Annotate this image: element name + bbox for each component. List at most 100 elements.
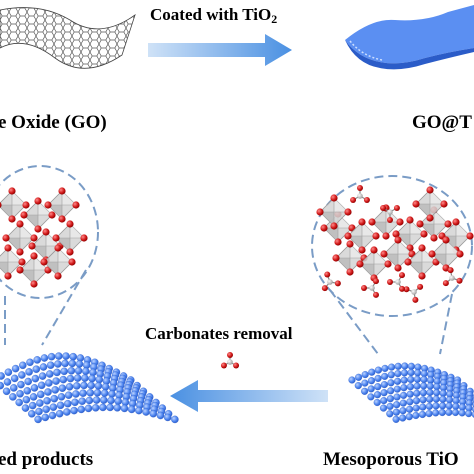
oxygen-atom xyxy=(344,232,351,239)
tio2-nanoparticle xyxy=(426,410,433,417)
tio2-nanoparticle xyxy=(388,371,395,378)
oxygen-atom xyxy=(346,268,353,275)
tio2-nanoparticle xyxy=(399,415,406,422)
tio2-nanoparticle xyxy=(46,370,53,377)
tio2-nanoparticle xyxy=(73,382,80,389)
oxygen-atom xyxy=(332,254,339,261)
tio2-nanoparticle xyxy=(64,400,71,407)
tio2-nanoparticle xyxy=(93,397,100,404)
tio2-nanoparticle xyxy=(375,367,382,374)
oxygen-atom xyxy=(58,187,65,194)
tio2-nanoparticle xyxy=(79,398,86,405)
oxygen-atom xyxy=(368,218,375,225)
arrow-carbonate-removal xyxy=(170,380,328,412)
tio2-nanoparticle xyxy=(43,406,50,413)
oxygen-atom xyxy=(396,218,403,225)
tio2-nanoparticle xyxy=(17,381,24,388)
oxygen-atom xyxy=(406,216,413,223)
tio2-nanoparticle xyxy=(433,403,440,410)
tio2-nanoparticle xyxy=(439,409,446,416)
oxygen-atom xyxy=(16,248,23,255)
tio2-nanoparticle xyxy=(89,369,96,376)
tio2-nanoparticle xyxy=(54,360,61,367)
oxygen-atom xyxy=(28,242,35,249)
tio2-nanoparticle xyxy=(446,403,453,410)
carbonate-ion xyxy=(322,271,341,291)
tio2-nanoparticle xyxy=(388,364,395,371)
tio2-nanoparticle xyxy=(71,407,78,414)
graphene-oxide-sheet xyxy=(0,8,135,69)
tio2-nanoparticle xyxy=(102,383,109,390)
tio2-nanoparticle xyxy=(419,411,426,418)
oxygen-atom xyxy=(358,218,365,225)
carbonate-ion xyxy=(361,278,379,298)
tio2-nanoparticle xyxy=(50,404,57,411)
tio2-nanoparticle xyxy=(9,393,16,400)
tio2-nanoparticle xyxy=(368,386,375,393)
tio2-nanoparticle xyxy=(434,383,441,390)
tio2-nanoparticle xyxy=(143,408,150,415)
tio2-nanoparticle xyxy=(420,396,427,403)
tio2-nanoparticle xyxy=(12,365,19,372)
oxygen-atom xyxy=(412,200,419,207)
tio2-nanoparticle xyxy=(446,409,453,416)
tio2-nanoparticle xyxy=(380,405,387,412)
tio2-nanoparticle xyxy=(381,373,388,380)
carbonate-ion-removed xyxy=(221,352,239,369)
tio2-nanoparticle xyxy=(23,396,30,403)
oxygen-atom xyxy=(442,236,449,243)
tio2-nanoparticle xyxy=(401,377,408,384)
oxygen-atom xyxy=(334,238,341,245)
oxygen-atom xyxy=(4,244,11,251)
tio2-nanoparticle xyxy=(121,405,128,412)
tio2-nanoparticle xyxy=(440,396,447,403)
tio2-nanoparticle xyxy=(35,416,42,423)
oxygen-atom xyxy=(2,234,9,241)
oxygen-atom xyxy=(20,211,27,218)
tio2-nanoparticle xyxy=(465,410,472,417)
tio2-nanoparticle xyxy=(44,397,51,404)
tio2-nanoparticle xyxy=(63,408,70,415)
tio2-nanoparticle xyxy=(61,368,68,375)
tio2-nanoparticle xyxy=(157,412,164,419)
go-label: e Oxide (GO) xyxy=(0,113,107,132)
tio2-nanoparticle xyxy=(22,405,29,412)
tio2-nanoparticle xyxy=(408,363,415,370)
tio2-nanoparticle xyxy=(52,386,59,393)
product-sheet xyxy=(0,353,178,424)
tio2-nanoparticle xyxy=(414,383,421,390)
tio2-nanoparticle xyxy=(99,404,106,411)
tio2-nanoparticle xyxy=(89,375,96,382)
tio2-nanoparticle xyxy=(80,390,87,397)
tio2-nanoparticle xyxy=(413,390,420,397)
tio2-nanoparticle xyxy=(135,407,142,414)
oxygen-atom xyxy=(16,266,23,273)
tio2-nanoparticle xyxy=(4,378,11,385)
carbonate-ion xyxy=(403,284,423,303)
oxygen-atom xyxy=(466,232,473,239)
tio2-nanoparticle xyxy=(115,398,122,405)
tio2-nanoparticle xyxy=(401,370,408,377)
tio2-nanoparticle xyxy=(368,377,375,384)
tio2-nanoparticle xyxy=(62,360,69,367)
tio2-nanoparticle xyxy=(88,382,95,389)
tio2-nanoparticle xyxy=(362,371,369,378)
tio2-nanoparticle xyxy=(420,383,427,390)
tio2-nanoparticle xyxy=(427,383,434,390)
tio2-nanoparticle xyxy=(35,408,42,415)
tio2-nanoparticle xyxy=(92,404,99,411)
tio2-nanoparticle xyxy=(66,383,73,390)
tio2-nanoparticle xyxy=(381,389,388,396)
tio2-nanoparticle xyxy=(26,359,33,366)
tio2-nanoparticle xyxy=(171,416,178,423)
tio2-nanoparticle xyxy=(0,382,4,389)
tio2-nanoparticle xyxy=(51,395,58,402)
tio2-nanoparticle xyxy=(107,404,114,411)
tio2-nanoparticle xyxy=(433,389,440,396)
tio2-nanoparticle xyxy=(407,376,414,383)
oxygen-atom xyxy=(66,248,73,255)
oxygen-atom xyxy=(316,208,323,215)
oxygen-atom xyxy=(426,214,433,221)
tio2-nanoparticle xyxy=(19,362,26,369)
